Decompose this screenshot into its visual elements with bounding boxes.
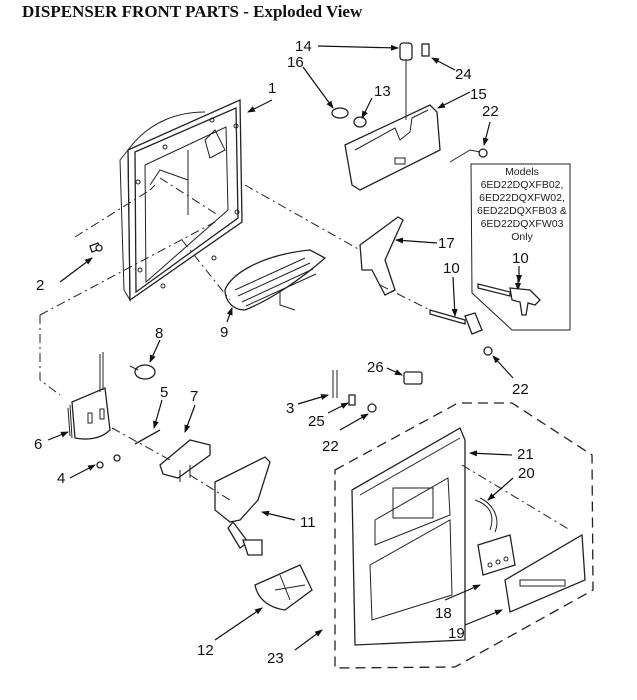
model-note-line: Models <box>505 166 539 178</box>
part-lever-11 <box>214 456 271 556</box>
part-screw-22-top <box>449 148 488 163</box>
part-screw-22-low <box>367 403 377 413</box>
part-pin-5 <box>134 429 161 445</box>
part-upper-panel-15 <box>344 104 441 191</box>
callout-24: 24 <box>455 66 472 83</box>
callout-13: 13 <box>374 83 391 100</box>
model-note-line: Only <box>511 231 533 243</box>
callout-18: 18 <box>435 605 452 622</box>
callout-26: 26 <box>367 359 384 376</box>
part-wire-harness-20 <box>474 497 498 533</box>
part-3 <box>332 370 338 398</box>
callout-12: 12 <box>197 642 214 659</box>
callout-23: 23 <box>267 650 284 667</box>
callout-14: 14 <box>295 38 312 55</box>
model-note-line: 6ED22DQXFW02, <box>479 192 565 204</box>
callout-21: 21 <box>517 446 534 463</box>
callout-22-top: 22 <box>482 103 499 120</box>
part-overlay-19 <box>504 533 586 613</box>
part-control-board-18 <box>477 534 516 576</box>
model-note-line: 6ED22DQXFB02, <box>480 179 564 191</box>
callout-2: 2 <box>36 277 44 294</box>
model-note-line: 6ED22DQXFW03 <box>480 218 564 230</box>
part-14 <box>399 42 413 120</box>
part-actuator-7 <box>159 439 211 482</box>
callout-5: 5 <box>160 384 168 401</box>
part-bracket-17 <box>359 216 404 296</box>
callout-10: 10 <box>443 260 460 277</box>
model-note-box <box>470 163 571 331</box>
part-module-6 <box>67 352 111 440</box>
callout-22-mid: 22 <box>512 381 529 398</box>
callout-17: 17 <box>438 235 455 252</box>
callout-20: 20 <box>518 465 535 482</box>
callout-19: 19 <box>448 625 465 642</box>
callout-3: 3 <box>286 400 294 417</box>
model-note-part-label: 10 <box>512 250 529 267</box>
part-bulb-16 <box>331 107 349 119</box>
callout-22-low: 22 <box>322 438 339 455</box>
part-funnel-12 <box>254 564 313 611</box>
callout-11: 11 <box>300 514 316 531</box>
callout-9: 9 <box>220 324 228 341</box>
diagram-title: DISPENSER FRONT PARTS - Exploded View <box>22 2 363 21</box>
callout-4: 4 <box>57 470 65 487</box>
part-drip-tray <box>224 249 327 311</box>
callout-16: 16 <box>287 54 304 71</box>
part-socket-13 <box>353 116 367 128</box>
part-lever-10 <box>429 309 483 335</box>
part-screw-2 <box>89 242 103 253</box>
part-25 <box>348 394 356 406</box>
model-note-lever-10 <box>477 283 541 316</box>
callout-7: 7 <box>190 388 198 405</box>
callout-15: 15 <box>470 86 487 103</box>
part-screw-22-mid <box>483 346 493 356</box>
part-housing <box>119 99 243 302</box>
part-26 <box>403 371 423 385</box>
part-24 <box>421 43 430 57</box>
callout-1: 1 <box>268 80 276 97</box>
part-4 <box>96 454 121 469</box>
callout-6: 6 <box>34 436 42 453</box>
callout-8: 8 <box>155 325 163 342</box>
assembly-23-boundary <box>334 402 594 669</box>
callout-25: 25 <box>308 413 325 430</box>
model-note-text: Models 6ED22DQXFB02, 6ED22DQXFW02, 6ED22… <box>472 166 572 244</box>
part-8 <box>129 364 156 380</box>
part-front-panel-21 <box>351 427 466 646</box>
model-note-line: 6ED22DQXFB03 & <box>477 205 567 217</box>
